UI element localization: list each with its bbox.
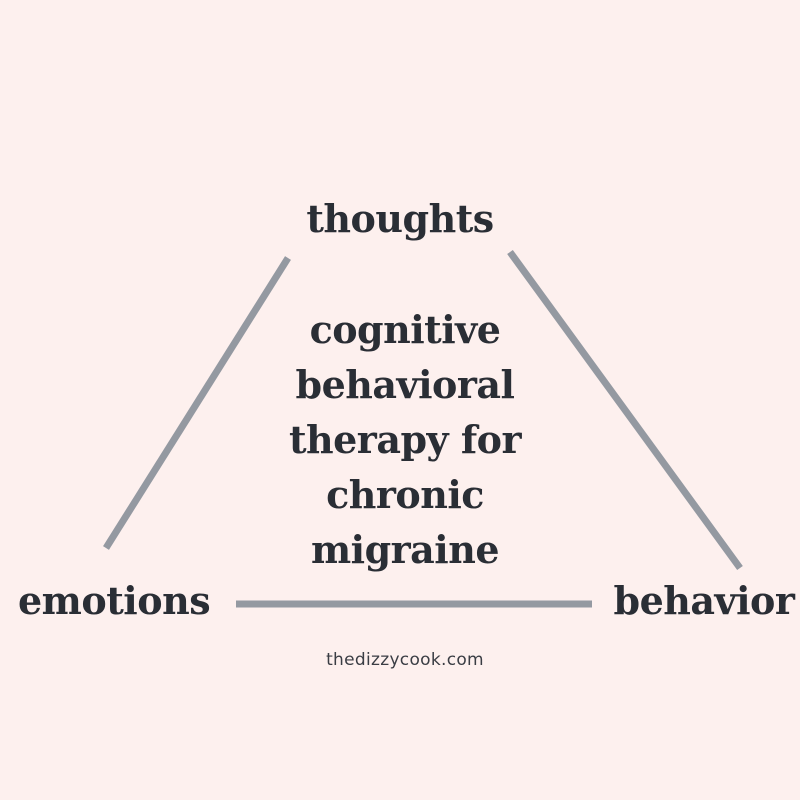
center-title-line: migraine: [310, 527, 500, 572]
center-title-line: therapy for: [288, 417, 522, 462]
center-title-line: cognitive: [309, 307, 501, 352]
edge-thoughts-emotions: [103, 256, 291, 550]
website-credit: thedizzycook.com: [326, 650, 484, 670]
center-title-line: chronic: [326, 472, 484, 517]
center-title: cognitive behavioral therapy for chronic…: [250, 302, 560, 577]
node-thoughts: thoughts: [306, 196, 494, 241]
node-behavior: behavior: [613, 578, 795, 623]
edge-thoughts-behavior: [507, 249, 743, 571]
center-title-line: behavioral: [295, 362, 515, 407]
node-emotions: emotions: [18, 578, 211, 623]
